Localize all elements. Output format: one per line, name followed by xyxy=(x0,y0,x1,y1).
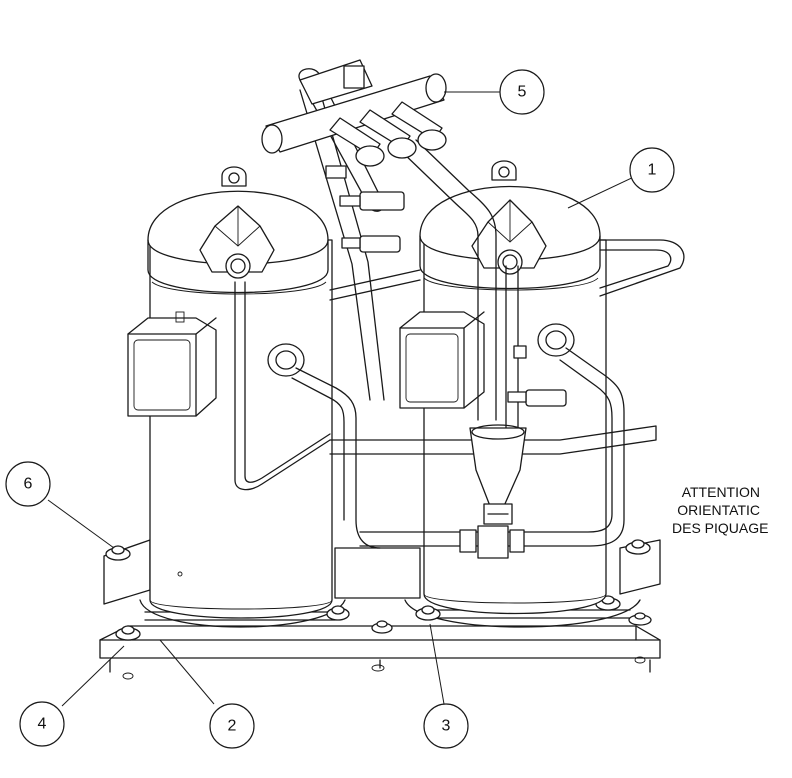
callout-4: 4 xyxy=(19,701,65,747)
callout-2: 2 xyxy=(209,703,255,749)
compressor-left xyxy=(127,166,333,619)
svg-text:5: 5 xyxy=(518,84,527,101)
callout-leaders xyxy=(47,91,637,707)
svg-text:4: 4 xyxy=(38,716,47,733)
discharge-manifold xyxy=(261,59,527,525)
callout-5: 5 xyxy=(499,69,545,115)
callout-6: 6 xyxy=(5,461,51,507)
note-line-3: DES PIQUAGE xyxy=(672,520,769,536)
note-line-1: ATTENTION xyxy=(681,484,760,500)
svg-text:2: 2 xyxy=(228,718,237,735)
orientation-note: ATTENTION ORIENTATIC DES PIQUAGE xyxy=(672,483,792,537)
suction-piping xyxy=(291,347,625,559)
svg-text:3: 3 xyxy=(442,718,451,735)
mounting-bolts xyxy=(105,539,652,641)
svg-text:6: 6 xyxy=(24,476,33,493)
pressure-switches xyxy=(325,165,567,407)
callout-3: 3 xyxy=(423,703,469,749)
svg-text:1: 1 xyxy=(648,162,657,179)
callout-1: 1 xyxy=(629,147,675,193)
note-line-2: ORIENTATIC xyxy=(677,502,760,518)
